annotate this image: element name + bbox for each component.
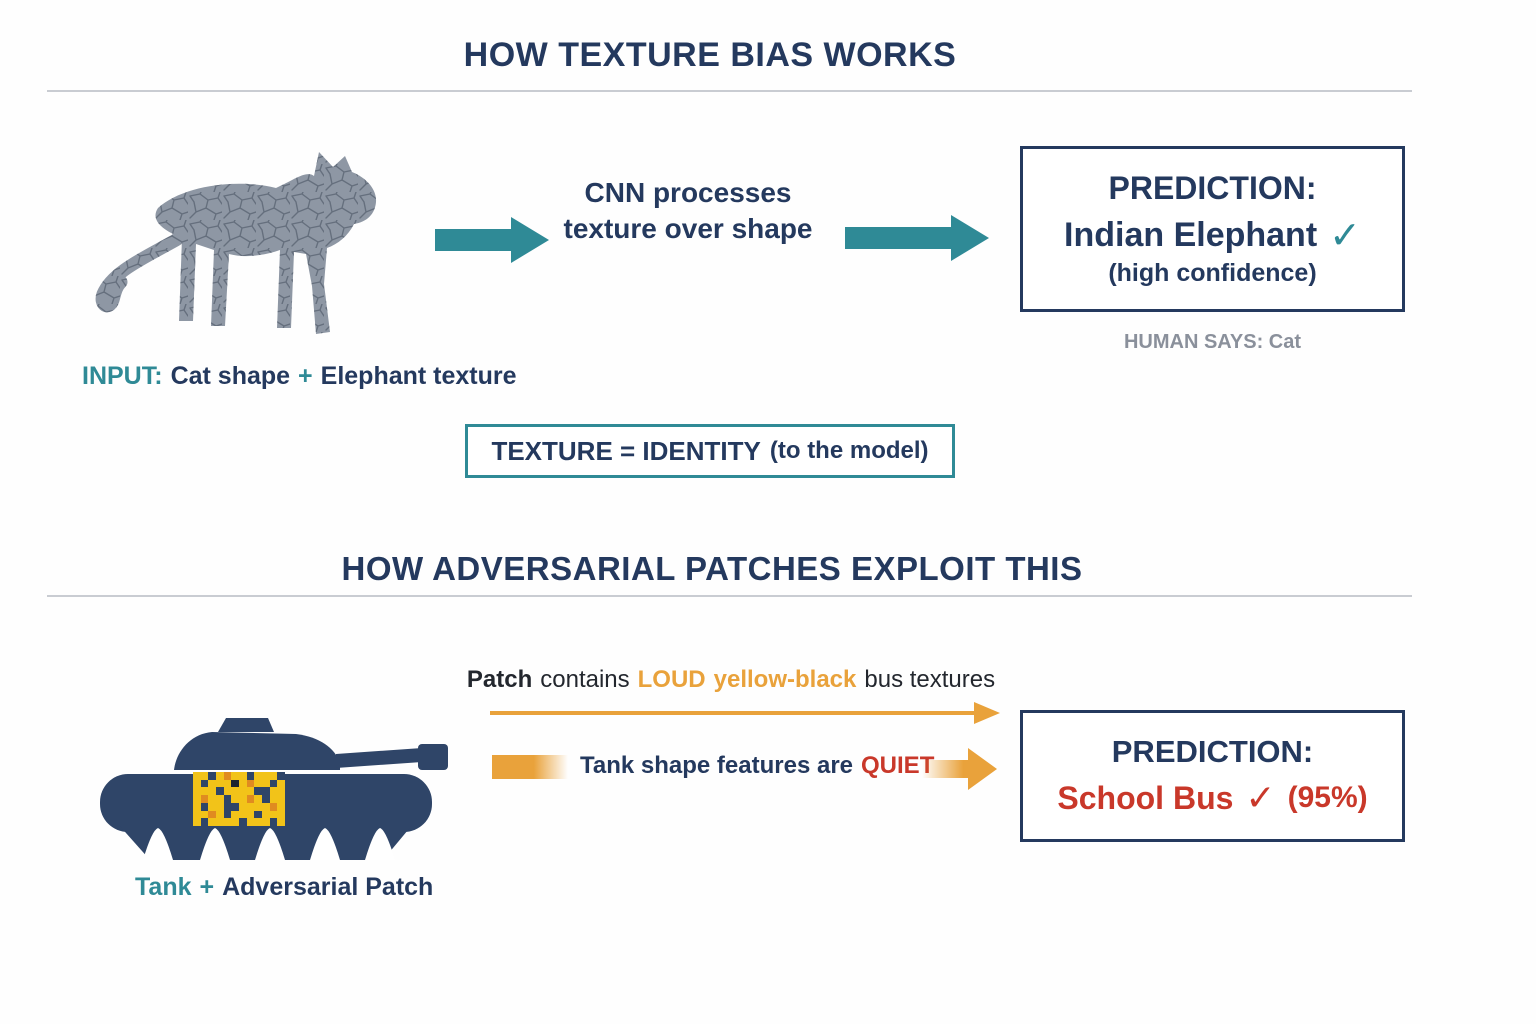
tank-muzzle — [418, 744, 448, 770]
prediction-box-schoolbus: PREDICTION: School Bus ✓ (95%) — [1020, 710, 1405, 842]
quiet-arrow-icon — [922, 748, 997, 790]
texture-identity-rest: (to the model) — [769, 437, 929, 464]
cnn-line1: CNN processes — [584, 177, 792, 208]
cat-elephant-texture-image — [95, 152, 377, 334]
check-icon: ✓ — [1245, 777, 1276, 819]
cnn-line2: texture over shape — [563, 213, 813, 244]
texture-identity-bold: TEXTURE = IDENTITY — [491, 435, 761, 466]
plus-sign: + — [199, 873, 215, 901]
prediction-label: PREDICTION: — [1108, 170, 1317, 206]
prediction-value: Indian Elephant — [1064, 215, 1318, 254]
human-says-caption: HUMAN SAYS: Cat — [1020, 331, 1405, 354]
loud-p3: LOUD — [637, 666, 706, 693]
texture-identity-box: TEXTURE = IDENTITY (to the model) — [465, 424, 955, 478]
adversarial-patch — [193, 772, 285, 826]
loud-p1: Patch — [466, 666, 533, 693]
section1-divider — [47, 90, 1412, 92]
quiet-fading-bar — [492, 755, 568, 779]
loud-p4: yellow-black — [713, 666, 857, 693]
tank-caption-name: Tank — [135, 873, 192, 901]
prediction-value: School Bus — [1057, 779, 1234, 816]
input-caption: INPUT: Cat shape + Elephant texture — [82, 362, 517, 391]
quiet-shape-caption: Tank shape features are QUIET — [580, 752, 934, 780]
input-label: INPUT: — [82, 362, 163, 390]
section2-divider — [47, 595, 1412, 597]
loud-arrow-icon — [490, 702, 1000, 724]
tank-caption: Tank + Adversarial Patch — [135, 873, 433, 902]
tank-cupola — [218, 718, 274, 732]
tank-turret — [174, 732, 340, 770]
prediction-confidence: (high confidence) — [1108, 259, 1317, 287]
input-texture: Elephant texture — [320, 362, 517, 390]
tank-barrel — [336, 748, 422, 768]
loud-texture-caption: Patch contains LOUD yellow-black bus tex… — [455, 666, 1007, 694]
plus-sign: + — [298, 362, 313, 390]
loud-p2: contains — [540, 666, 630, 693]
loud-p5: bus textures — [864, 666, 996, 693]
arrow-right-icon — [845, 215, 989, 261]
check-icon: ✓ — [1329, 213, 1361, 257]
quiet-p1: Tank shape features are — [580, 752, 854, 779]
prediction-label: PREDICTION: — [1111, 733, 1314, 769]
input-shape: Cat shape — [170, 362, 291, 390]
human-says-label: HUMAN SAYS: — [1123, 331, 1264, 353]
cnn-process-text: CNN processes texture over shape — [528, 175, 848, 247]
prediction-box-elephant: PREDICTION: Indian Elephant ✓ (high conf… — [1020, 146, 1405, 312]
section2-title: HOW ADVERSARIAL PATCHES EXPLOIT THIS — [341, 550, 1083, 587]
tank-caption-rest: Adversarial Patch — [222, 873, 434, 901]
arrow-right-icon — [435, 217, 549, 263]
human-says-value: Cat — [1268, 331, 1302, 353]
tank-image — [100, 718, 448, 860]
section1-title: HOW TEXTURE BIAS WORKS — [463, 36, 957, 74]
prediction-confidence: (95%) — [1287, 781, 1368, 814]
